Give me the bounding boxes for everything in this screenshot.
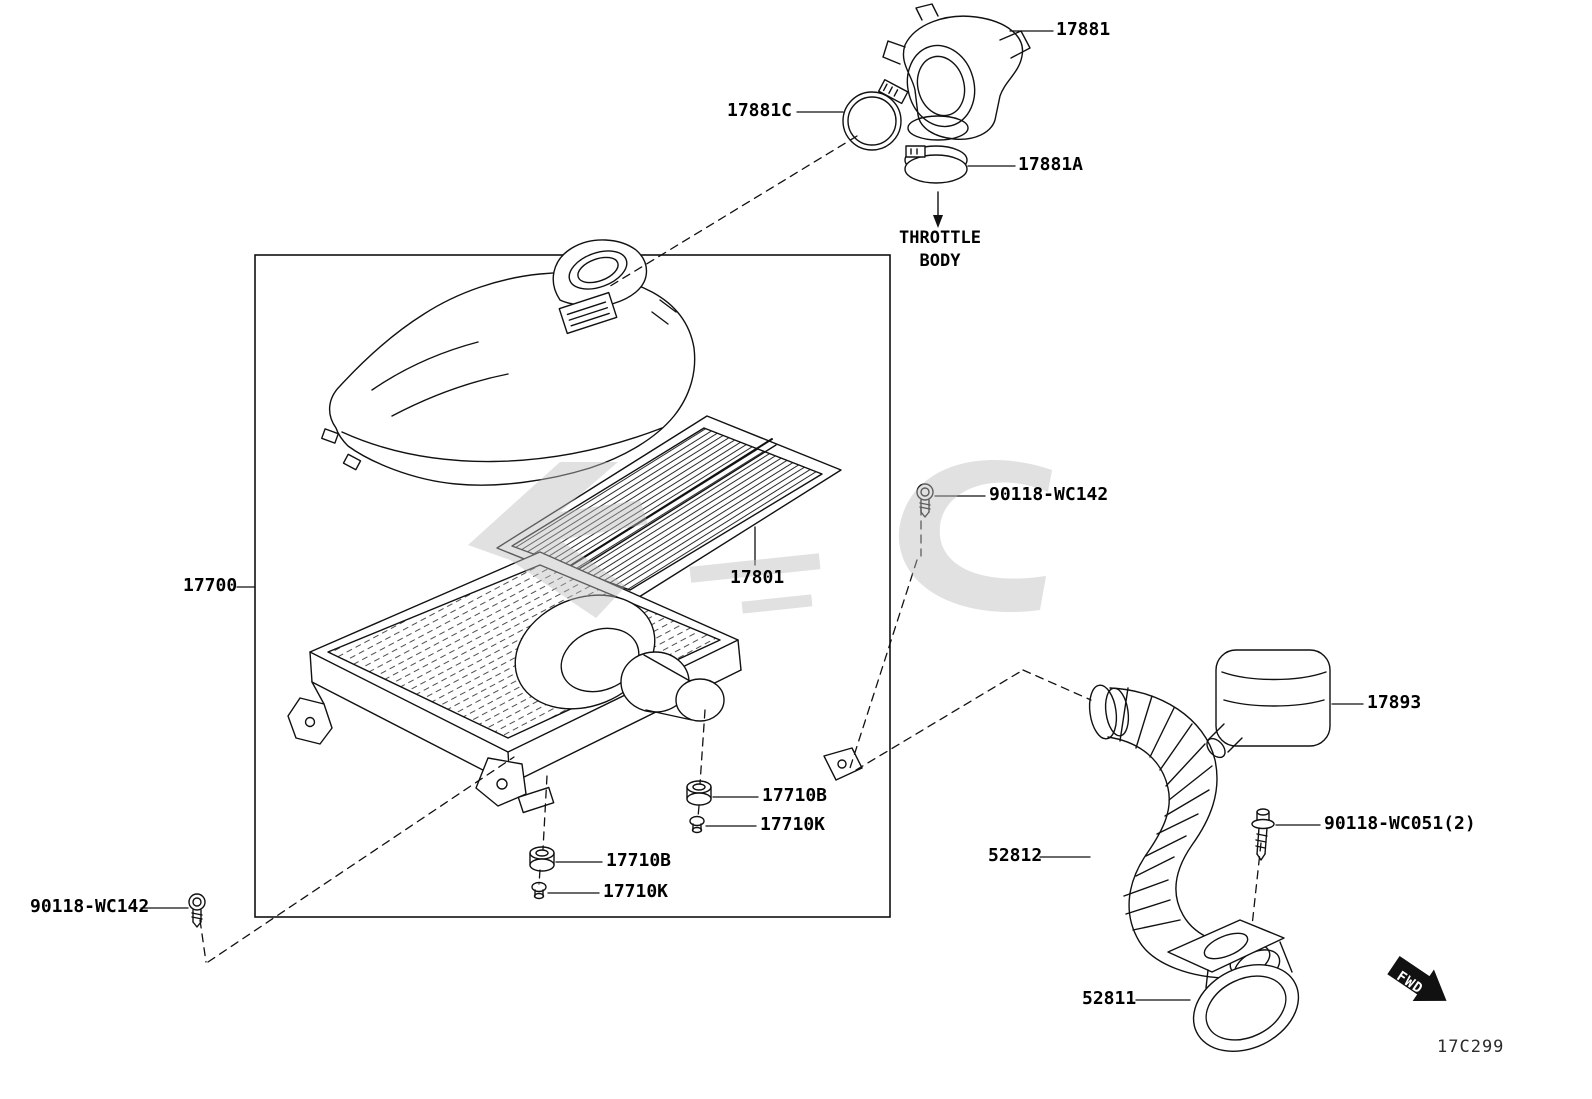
grommet-17710b-right-drawing (686, 780, 712, 806)
label-52811[interactable]: 52811 (1082, 988, 1137, 1009)
label-17700[interactable]: 17700 (183, 575, 238, 596)
hose-clamp-17881a-drawing (904, 145, 968, 184)
resonator-drawing (1206, 649, 1331, 759)
air-inlet-drawing (1167, 919, 1300, 1052)
label-17710k-bottom[interactable]: 17710K (603, 881, 669, 902)
label-17881c[interactable]: 17881C (727, 100, 793, 121)
label-17893[interactable]: 17893 (1367, 692, 1422, 713)
air-intake-connector-drawing (882, 3, 1031, 141)
label-90118-wc142-top[interactable]: 90118-WC142 (989, 484, 1109, 505)
label-17881a[interactable]: 17881A (1018, 154, 1084, 175)
label-17710b-right[interactable]: 17710B (762, 785, 828, 806)
label-90118-wc051[interactable]: 90118-WC051(2) (1324, 813, 1476, 834)
bolt-90118-wc142-left-drawing (188, 893, 206, 928)
label-17710b-bottom[interactable]: 17710B (606, 850, 672, 871)
bolt-90118-wc142-top-drawing (916, 483, 934, 518)
watermark (468, 460, 1052, 618)
throttle-body-label-line1: THROTTLE (899, 228, 981, 248)
grommet-17710b-bottom-drawing (529, 846, 555, 872)
fwd-arrow-icon (1387, 955, 1447, 1001)
air-filter-element-drawing (496, 415, 842, 603)
air-cleaner-case-drawing (287, 551, 863, 814)
label-17801[interactable]: 17801 (730, 567, 785, 588)
throttle-body-arrow (933, 191, 943, 228)
label-52812[interactable]: 52812 (988, 845, 1043, 866)
air-cleaner-cap-drawing (321, 239, 696, 486)
label-17710k-right[interactable]: 17710K (760, 814, 826, 835)
dashed-assembly-lines (199, 135, 1262, 963)
diagram-code: 17C299 (1437, 1037, 1505, 1057)
leader-lines (140, 30, 1364, 1001)
bolt-90118-wc051-drawing (1251, 808, 1275, 861)
spacer-17710k-bottom-drawing (531, 881, 547, 900)
hose-clamp-17881c-drawing (842, 79, 909, 151)
spacer-17710k-right-drawing (689, 815, 705, 834)
label-17881[interactable]: 17881 (1056, 19, 1111, 40)
label-90118-wc142-left[interactable]: 90118-WC142 (30, 896, 150, 917)
throttle-body-label-line2: BODY (919, 251, 961, 271)
